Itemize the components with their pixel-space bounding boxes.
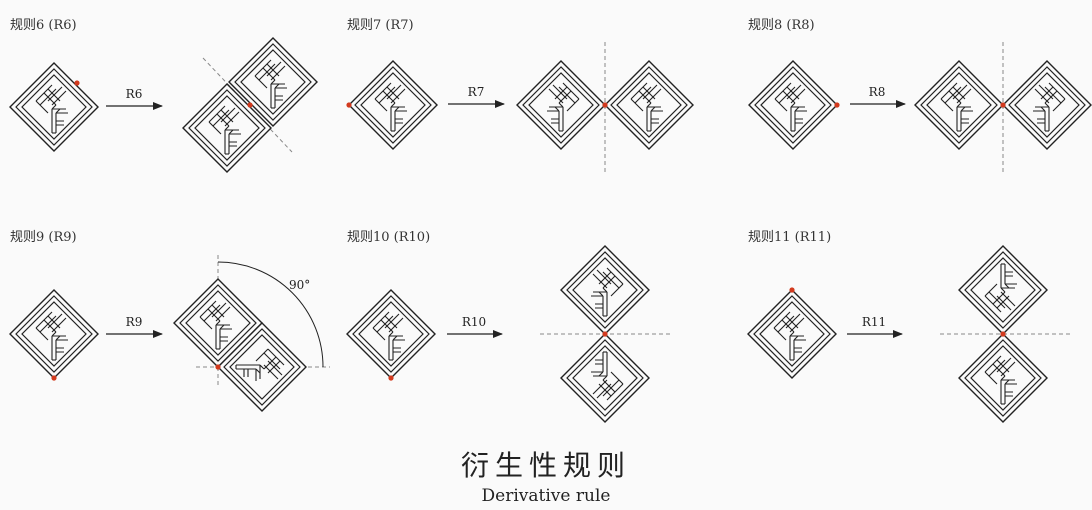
rule-8-title: 规则8 (R8) — [748, 18, 815, 33]
rule-6-title: 规则6 (R6) — [10, 18, 77, 33]
rule-10-group — [346, 245, 670, 423]
rule-11-result-pivot-dot — [1000, 331, 1006, 337]
caption-english: Derivative rule — [481, 486, 611, 506]
rule-6-group — [9, 37, 318, 173]
rule-8-result-pivot-dot — [1000, 102, 1006, 108]
rule-11-source-tile — [747, 289, 837, 379]
rule-7-result-pivot-dot — [602, 102, 608, 108]
rule-11-pivot-dot — [789, 287, 795, 293]
rule-8-group — [748, 42, 1092, 172]
rule-8-result-tile — [914, 60, 1004, 150]
rule-8-result-tile-mirrored — [1002, 60, 1092, 150]
rule-9-group — [9, 255, 330, 412]
caption-chinese: 衍生性规则 — [460, 449, 631, 482]
rule-7-title: 规则7 (R7) — [347, 18, 414, 33]
rule-7-group — [346, 42, 694, 172]
rule-9-result-pivot-dot — [215, 364, 221, 370]
rule-8-pivot-dot — [834, 102, 840, 108]
rule-6-pivot-dot — [74, 80, 80, 86]
rule-7-source-tile — [348, 60, 438, 150]
rule-8-arrow-label: R8 — [868, 85, 886, 99]
rule-11-arrow-label: R11 — [861, 315, 887, 329]
rule-9-angle-label: 90° — [289, 278, 311, 292]
rule-9-rotation-arc — [217, 261, 324, 368]
rule-10-result-tile-top — [560, 245, 650, 335]
rule-10-pivot-dot — [388, 375, 394, 381]
rule-11-title: 规则11 (R11) — [748, 230, 832, 245]
rule-10-arrow-label: R10 — [461, 315, 487, 329]
rule-10-source-tile — [346, 289, 436, 379]
rule-9-source-tile — [9, 289, 99, 379]
rule-6-source-tile — [9, 62, 99, 152]
rule-9-arrow-label: R9 — [125, 315, 143, 329]
rule-10-result-pivot-dot — [602, 331, 608, 337]
rule-7-result-tile — [604, 60, 694, 150]
rule-6-arrow-label: R6 — [125, 87, 143, 101]
rule-6-result-pivot-dot — [247, 102, 253, 108]
rule-11-result-tile-bottom — [958, 333, 1048, 423]
rule-9-pivot-dot — [51, 375, 57, 381]
rule-7-pivot-dot — [346, 102, 352, 108]
rule-9-title: 规则9 (R9) — [10, 230, 77, 245]
rule-7-arrow-label: R7 — [467, 85, 485, 99]
rule-10-result-tile-bottom — [560, 333, 650, 423]
rule-7-result-tile-mirrored — [516, 60, 606, 150]
rule-11-result-tile-top — [958, 245, 1048, 335]
rule-11-group — [747, 245, 1070, 423]
rule-8-source-tile — [748, 60, 838, 150]
rule-10-title: 规则10 (R10) — [347, 230, 431, 245]
